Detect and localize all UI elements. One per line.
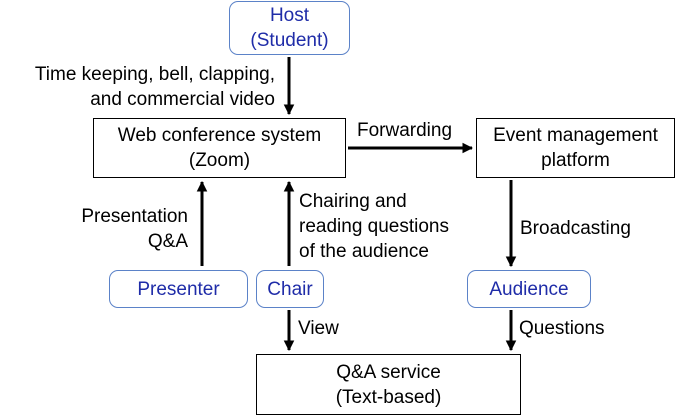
chair-to-zoom-label-line3: of the audience [299,241,429,262]
host-to-zoom-label: Time keeping, bell, clapping, and commer… [5,62,275,112]
web-conference-node-subtitle: (Zoom) [188,150,251,171]
audience-node: Audience [467,270,591,308]
qa-service-node-title: Q&A service [336,361,441,383]
chair-to-zoom-label-line2: reading questions [299,216,449,237]
qa-service-node: Q&A service (Text-based) [256,354,521,415]
presenter-to-zoom-label: Presentation Q&A [64,204,188,254]
presenter-to-zoom-label-line2: Q&A [147,231,188,252]
audience-node-label: Audience [489,278,569,300]
questions-label: Questions [519,316,605,341]
presenter-node: Presenter [109,270,248,308]
view-label-text: View [298,318,339,339]
host-node-title: Host [269,5,310,26]
host-node-subtitle: (Student) [250,30,329,51]
web-conference-node: Web conference system (Zoom) [93,118,346,178]
broadcasting-label-text: Broadcasting [520,218,631,239]
host-node: Host (Student) [229,1,350,55]
qa-service-node-subtitle: (Text-based) [335,386,442,408]
questions-label-text: Questions [519,318,605,339]
web-conference-node-title: Web conference system [117,125,322,146]
forwarding-label-text: Forwarding [357,120,453,141]
broadcasting-label: Broadcasting [520,216,631,241]
event-platform-node: Event management platform [476,118,675,178]
view-label: View [298,316,339,341]
event-platform-node-line2: platform [541,150,610,171]
chair-to-zoom-label-line1: Chairing and [299,191,407,212]
forwarding-label: Forwarding [357,118,452,143]
event-platform-node-line1: Event management [493,125,658,146]
host-to-zoom-label-line2: and commercial video [90,89,275,110]
host-to-zoom-label-line1: Time keeping, bell, clapping, [34,64,275,85]
chair-node-label: Chair [267,278,313,300]
chair-to-zoom-label: Chairing and reading questions of the au… [299,189,449,264]
presenter-to-zoom-label-line1: Presentation [81,206,188,227]
presenter-node-label: Presenter [137,278,220,300]
chair-node: Chair [256,270,324,308]
